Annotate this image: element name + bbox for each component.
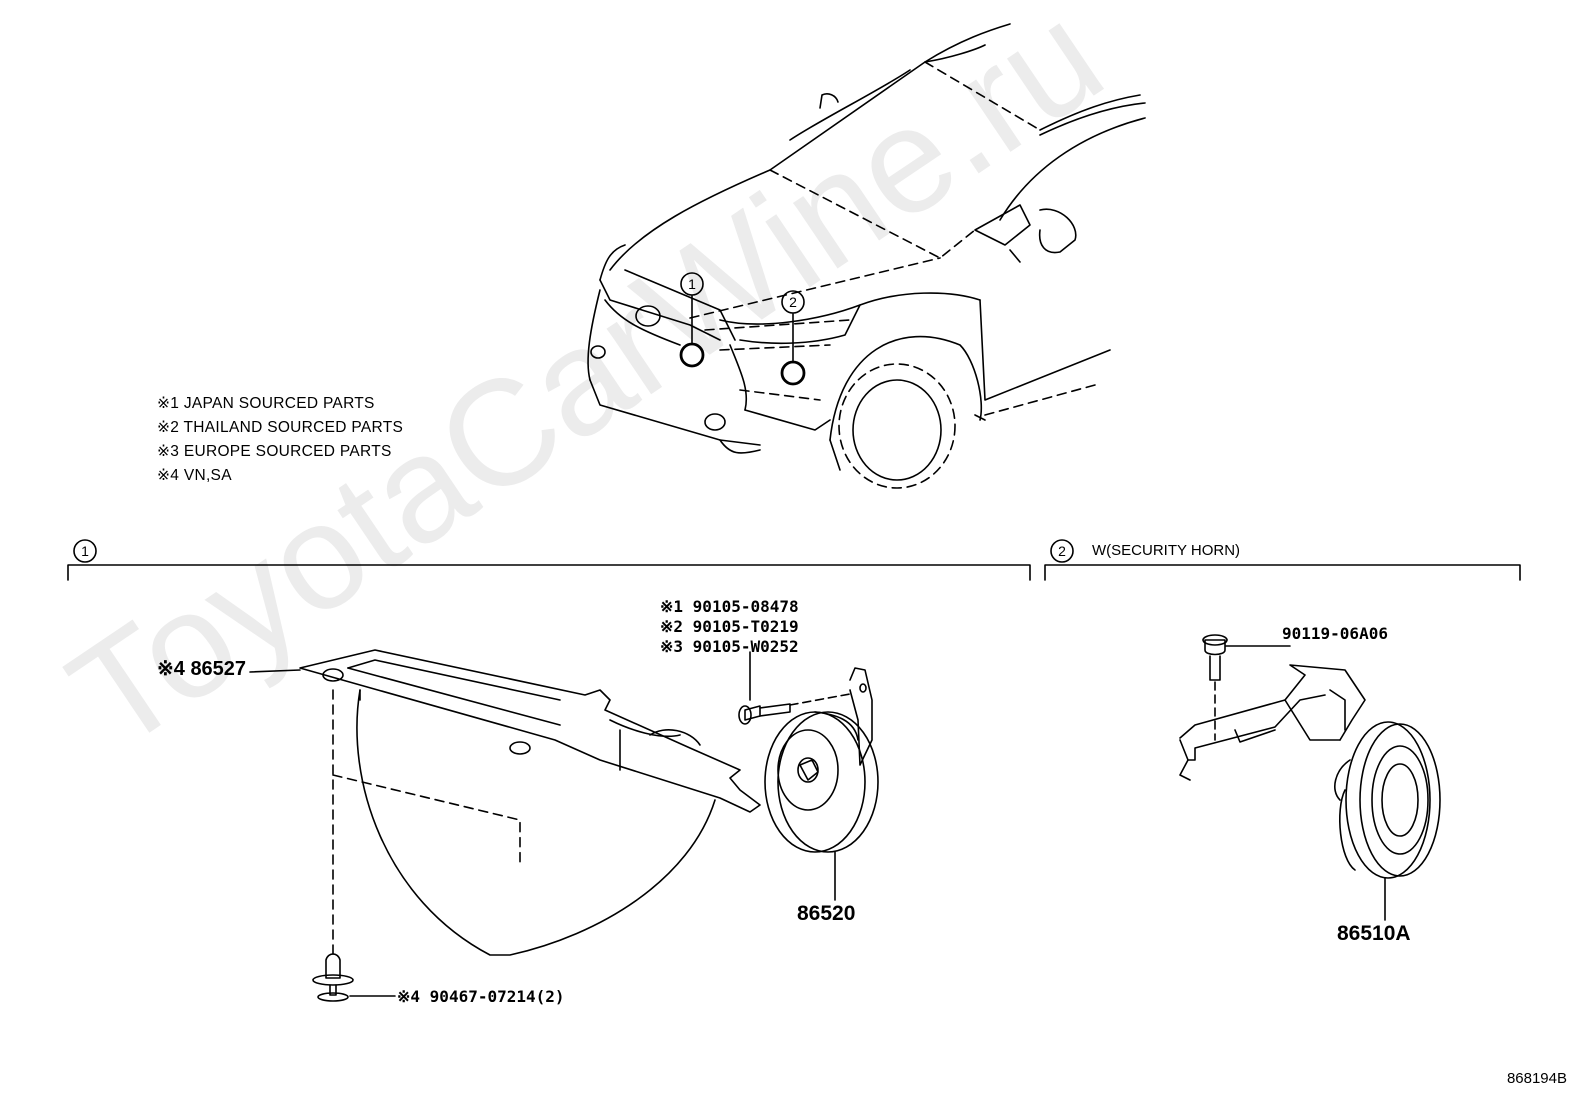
- part-bolt-2-label[interactable]: ※2 90105-T0219: [660, 617, 799, 636]
- vehicle-front-view: [587, 23, 1146, 489]
- bolt-part: [738, 651, 851, 725]
- callout-2-label: 2: [789, 294, 797, 310]
- horn-shield-part: [299, 649, 761, 961]
- section-bracket-1: [67, 539, 1031, 581]
- note-japan: ※1 JAPAN SOURCED PARTS: [157, 395, 375, 412]
- part-90119-label[interactable]: 90119-06A06: [1282, 624, 1388, 643]
- reference-code: 868194B: [1506, 1070, 1567, 1087]
- part-86520-label[interactable]: 86520: [797, 902, 856, 925]
- section-2-title: W(SECURITY HORN): [1092, 542, 1241, 559]
- note-thailand: ※2 THAILAND SOURCED PARTS: [157, 419, 404, 436]
- note-europe: ※3 EUROPE SOURCED PARTS: [157, 443, 392, 460]
- part-bolt-3-label[interactable]: ※3 90105-W0252: [660, 637, 799, 656]
- callout-1-label: 1: [688, 276, 696, 292]
- part-86527-label[interactable]: ※4 86527: [157, 658, 247, 680]
- part-86510a-label[interactable]: 86510A: [1337, 922, 1411, 945]
- section-bracket-2: [1044, 539, 1521, 581]
- part-clip-label[interactable]: ※4 90467-07214(2): [397, 987, 565, 1006]
- note-vn-sa: ※4 VN,SA: [157, 467, 232, 484]
- section-1-label: 1: [81, 543, 89, 559]
- part-bolt-1-label[interactable]: ※1 90105-08478: [660, 597, 799, 616]
- horn-86520-part: [764, 667, 879, 901]
- section-2-label: 2: [1058, 543, 1066, 559]
- security-horn-part: [1179, 634, 1441, 921]
- clip-part: [312, 953, 354, 1002]
